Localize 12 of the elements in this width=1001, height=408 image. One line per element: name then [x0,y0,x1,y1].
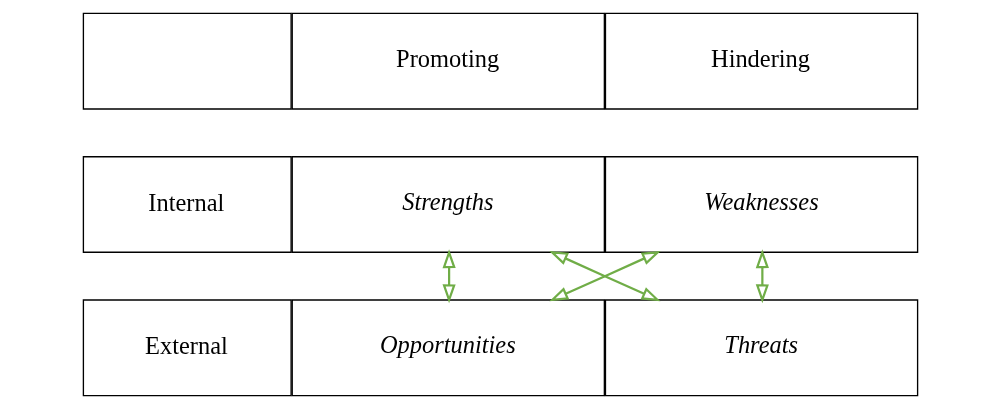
node-box [82,12,292,110]
node-box: Hindering [604,12,919,110]
node-box: Strengths [291,155,606,253]
node-box: Weaknesses [604,155,919,253]
arrow [442,248,456,303]
node-box: Internal [82,155,292,253]
node-box: Promoting [291,12,606,110]
node-box: Threats [604,298,919,396]
arrow [549,250,661,301]
node-box: Opportunities [291,298,606,396]
arrow [755,248,769,303]
node-box: External [82,298,292,396]
